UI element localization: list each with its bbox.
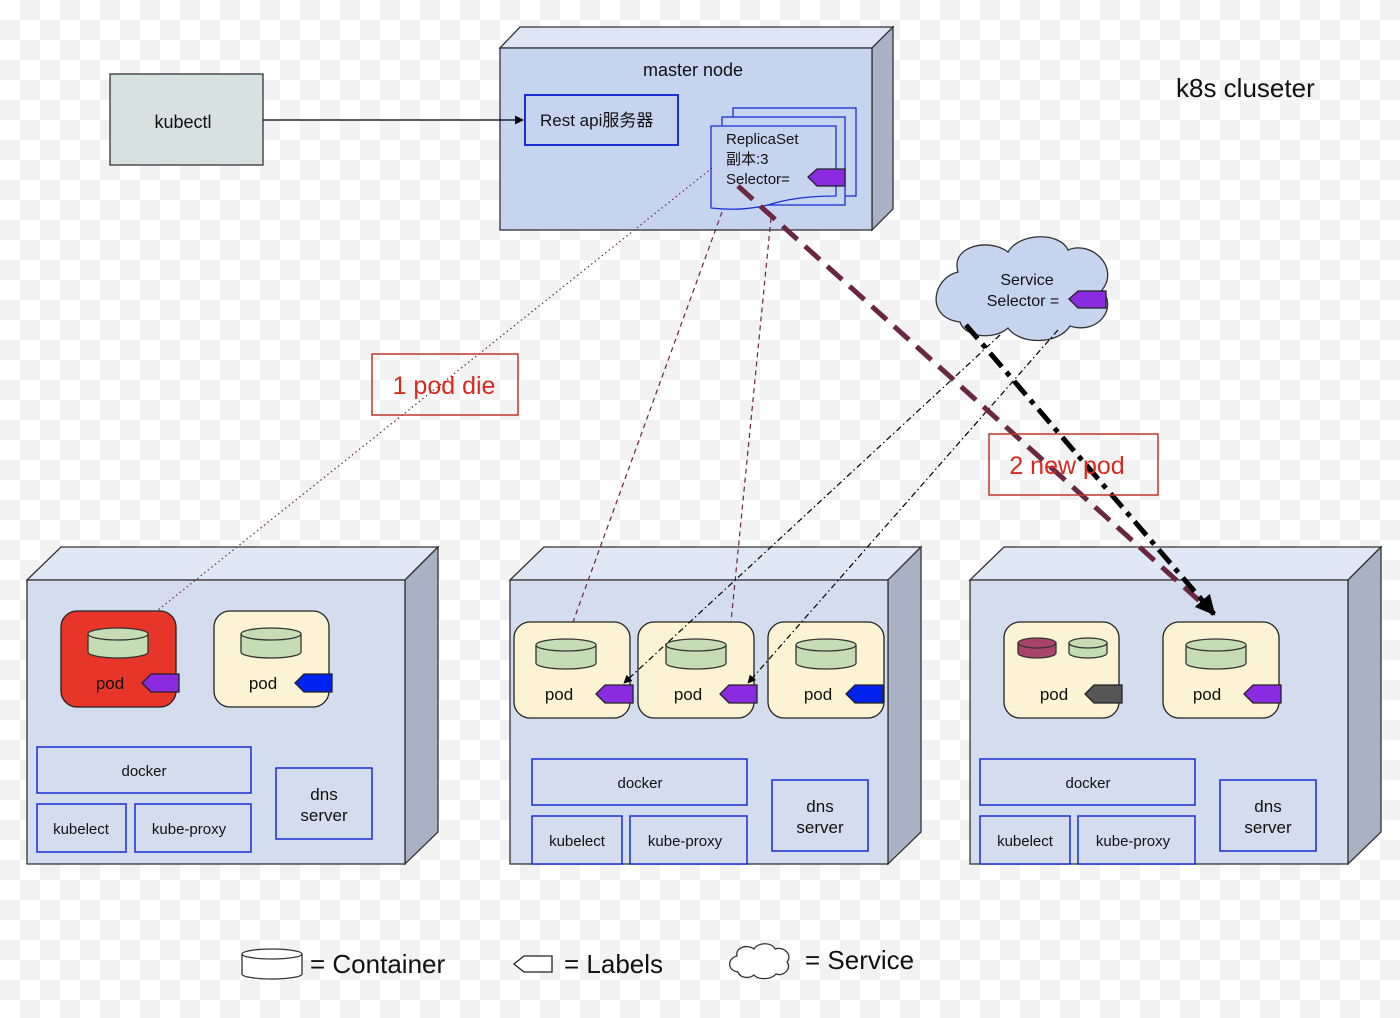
label-tag: [845, 684, 884, 704]
dns-server-line2: server: [1244, 818, 1292, 837]
pod: pod: [767, 621, 885, 719]
kubelect-label: kubelect: [53, 821, 110, 838]
cloud-icon: [728, 943, 790, 980]
pod-label: pod: [804, 685, 832, 704]
pod-label: pod: [674, 685, 702, 704]
label-tag: [595, 684, 634, 704]
container-icon: [1185, 638, 1247, 670]
new-pod-text: 2 new pod: [1009, 452, 1124, 480]
pod: pod: [1003, 621, 1123, 719]
kubelect-box: [531, 815, 623, 865]
kubelect-box: [979, 815, 1071, 865]
replicaset-to-new-pod-link: [736, 184, 1216, 616]
pod-label: pod: [1040, 685, 1068, 704]
dns-server-box: [275, 767, 373, 840]
kube-proxy-box: [1077, 815, 1196, 865]
kubectl-box: kubectl: [109, 73, 264, 166]
docker-label: docker: [617, 775, 662, 792]
label-tag: [1243, 684, 1282, 704]
dns-server-line1: dns: [806, 797, 833, 816]
replicaset-selector: Selector=: [726, 171, 790, 188]
kubelect-label: kubelect: [997, 833, 1054, 850]
container-icon: [240, 627, 302, 659]
pod-die-annotation: 1 pod die: [371, 353, 519, 416]
pod-label: pod: [249, 674, 277, 693]
pod-die-text: 1 pod die: [393, 372, 496, 400]
dns-server-line2: server: [300, 806, 348, 825]
dns-server-box: [771, 779, 869, 852]
service-line1: Service: [1000, 272, 1053, 289]
pod: pod: [637, 621, 758, 719]
replicaset-to-dead-pod-link: [157, 167, 713, 611]
kube-proxy-label: kube-proxy: [648, 833, 723, 850]
label-tag: [1084, 684, 1123, 704]
pod: pod: [513, 621, 634, 719]
pod: pod: [60, 610, 180, 708]
label-tag: [141, 673, 180, 693]
legend-labels: = Labels: [564, 949, 663, 979]
kube-proxy-box: [134, 803, 252, 853]
kube-proxy-label: kube-proxy: [1096, 833, 1171, 850]
docker-label: docker: [1065, 775, 1110, 792]
replicaset-doc: ReplicaSet 副本:3 Selector=: [710, 107, 857, 210]
kubelect-label: kubelect: [549, 833, 606, 850]
pod: pod: [213, 610, 333, 708]
rest-api-label: Rest api服务器: [540, 111, 653, 130]
container-icon: [241, 948, 303, 980]
replicaset-label-tag: [807, 168, 846, 187]
container-icon: [87, 627, 149, 659]
dns-server-line1: dns: [1254, 797, 1281, 816]
replicaset-to-pod-link: [730, 217, 772, 623]
service-cloud: Service Selector =: [935, 236, 1109, 342]
replicaset-replicas: 副本:3: [726, 151, 769, 168]
dns-server-line2: server: [796, 818, 844, 837]
legend-service: = Service: [805, 945, 914, 975]
dns-server-box: [1219, 779, 1317, 852]
service-line2: Selector =: [987, 293, 1059, 310]
service-to-pod-link: [623, 334, 1001, 684]
container-icon: [665, 638, 727, 670]
pod-label: pod: [1193, 685, 1221, 704]
pod-label: pod: [96, 674, 124, 693]
container-icon: [1068, 637, 1108, 659]
new-pod-annotation: 2 new pod: [988, 433, 1159, 496]
container-icon: [535, 638, 597, 670]
replicaset-to-pod-link: [572, 211, 723, 623]
container-icon: [795, 638, 857, 670]
label-tag: [294, 673, 333, 693]
rest-api-box: Rest api服务器: [524, 94, 679, 146]
service-to-new-pod-link: [964, 323, 1216, 616]
kubelect-box: [36, 803, 127, 853]
kubectl-label: kubectl: [154, 112, 211, 132]
label-tag: [719, 684, 758, 704]
master-node-title: master node: [643, 60, 743, 80]
pod: pod: [1162, 621, 1282, 719]
cluster-title: k8s cluseter: [1176, 73, 1315, 103]
service-label-tag: [1068, 290, 1107, 309]
container-icon: [1017, 637, 1057, 659]
kube-proxy-box: [629, 815, 748, 865]
kube-proxy-label: kube-proxy: [152, 821, 227, 838]
pod-label: pod: [545, 685, 573, 704]
docker-label: docker: [121, 763, 166, 780]
dns-server-line1: dns: [310, 785, 337, 804]
docker-box: [979, 758, 1196, 806]
connectors: [157, 167, 1216, 684]
replicaset-title: ReplicaSet: [726, 131, 799, 148]
legend-container: = Container: [310, 949, 445, 979]
docker-box: [36, 746, 252, 794]
legend: = Container = Labels = Service: [241, 943, 914, 980]
service-to-pod-link: [747, 329, 1059, 684]
docker-box: [531, 758, 748, 806]
label-icon: [512, 955, 553, 973]
